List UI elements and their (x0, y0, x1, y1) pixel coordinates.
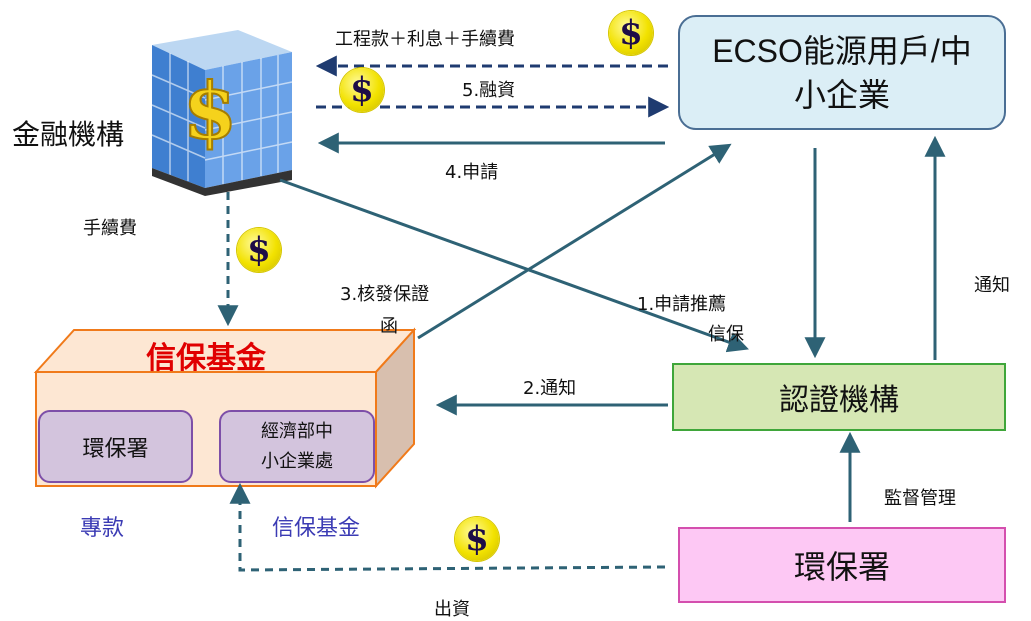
invest-label: 出資 (434, 599, 470, 620)
ecso-node: ECSO能源用戶/中 小企業 (678, 15, 1006, 130)
notify2-label: 2.通知 (523, 378, 577, 399)
apply-label: 4.申請 (445, 162, 499, 183)
repay-label: 工程款＋利息＋手續費 (335, 29, 515, 50)
coin-icon-financing: $ (340, 68, 384, 112)
guarantee-label-line2: 函 (380, 316, 398, 337)
recommend-label-line2: 信保 (708, 324, 744, 345)
guarantee-label-line1: 3.核發保證 (340, 284, 430, 305)
financing-label: 5.融資 (462, 80, 516, 101)
bank-label: 金融機構 (12, 119, 125, 150)
coin-icon-invest: $ (455, 517, 499, 561)
arrow-invest (229, 482, 666, 572)
fee-label: 手續費 (83, 218, 137, 239)
bank-building-icon: $ (151, 30, 293, 196)
svg-text:$: $ (183, 66, 237, 157)
supervise-label: 監督管理 (884, 488, 956, 509)
recommend-label-line1: 1.申請推薦 (637, 294, 727, 315)
coin-icon-repay: $ (609, 11, 653, 55)
arrow-recommend (279, 178, 749, 353)
fund-title: 信保基金 (146, 342, 266, 375)
arrow-guarantee (417, 143, 732, 340)
epa-node: 環保署 (678, 527, 1006, 603)
certification-node: 認證機構 (672, 363, 1006, 431)
credit-fund-label: 信保基金 (272, 515, 361, 540)
special-fund-label: 專款 (80, 515, 125, 540)
notify-label: 通知 (974, 275, 1010, 296)
fund-moea-box: 經濟部中 小企業處 (219, 410, 375, 483)
coin-icon-fee: $ (237, 228, 281, 272)
fund-epa-box: 環保署 (38, 410, 193, 483)
